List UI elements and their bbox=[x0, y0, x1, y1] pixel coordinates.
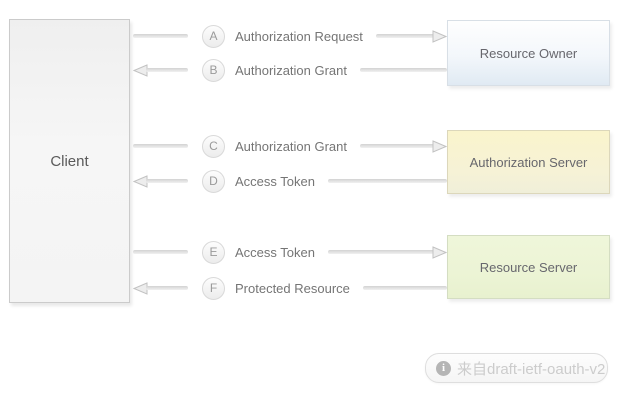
flow-row: A Authorization Request bbox=[133, 24, 447, 48]
flow-row: E Access Token bbox=[133, 240, 447, 264]
flow-row: C Authorization Grant bbox=[133, 134, 447, 158]
watermark-text: 来自draft-ietf-oauth-v2 bbox=[457, 360, 606, 378]
flow-label: Authorization Grant bbox=[235, 138, 348, 154]
flow-line-left bbox=[133, 281, 188, 295]
flow-line bbox=[375, 34, 434, 38]
flow-label: Access Token bbox=[235, 244, 315, 260]
flow-line bbox=[146, 286, 188, 290]
flow-row: B Authorization Grant bbox=[133, 58, 447, 82]
flow-row: D Access Token bbox=[133, 169, 447, 193]
flow-line bbox=[133, 250, 188, 254]
step-circle: E bbox=[202, 240, 225, 264]
step-letter: D bbox=[209, 174, 218, 188]
flow-line bbox=[146, 179, 188, 183]
flow-line bbox=[360, 68, 447, 72]
client-box: Client bbox=[9, 19, 130, 303]
step-letter: A bbox=[209, 29, 218, 43]
flow-line-right bbox=[360, 68, 447, 72]
flow-line-right bbox=[362, 286, 447, 290]
arrowhead-right-icon bbox=[432, 139, 447, 153]
step-letter: E bbox=[209, 245, 218, 259]
flow-line-left bbox=[133, 63, 188, 77]
flow-label: Access Token bbox=[235, 173, 315, 189]
flow-line-right bbox=[327, 245, 447, 259]
flow-label: Authorization Request bbox=[235, 28, 363, 44]
step-letter: C bbox=[209, 139, 218, 153]
flow-label: Authorization Grant bbox=[235, 62, 348, 78]
flow-line bbox=[327, 250, 434, 254]
flow-line-right bbox=[360, 139, 447, 153]
entity-label: Authorization Server bbox=[469, 154, 588, 170]
step-letter: B bbox=[209, 63, 218, 77]
flow-line-left bbox=[133, 174, 188, 188]
flow-line bbox=[146, 68, 188, 72]
flow-line-right bbox=[327, 179, 447, 183]
flow-label: Protected Resource bbox=[235, 280, 350, 296]
entity-box-authorization-server: Authorization Server bbox=[447, 130, 610, 194]
flow-line-left bbox=[133, 34, 188, 38]
step-letter: F bbox=[209, 281, 218, 295]
entity-box-resource-server: Resource Server bbox=[447, 235, 610, 299]
client-label: Client bbox=[50, 152, 89, 170]
entity-label: Resource Owner bbox=[479, 45, 578, 61]
step-circle: D bbox=[202, 169, 225, 193]
flow-line bbox=[327, 179, 447, 183]
flow-line bbox=[133, 144, 188, 148]
flow-line bbox=[362, 286, 447, 290]
step-circle: B bbox=[202, 58, 225, 82]
step-circle: F bbox=[202, 276, 225, 300]
flow-line-left bbox=[133, 250, 188, 254]
step-circle: A bbox=[202, 24, 225, 48]
step-circle: C bbox=[202, 134, 225, 158]
flow-line bbox=[133, 34, 188, 38]
entity-label: Resource Server bbox=[479, 259, 578, 275]
arrowhead-right-icon bbox=[432, 29, 447, 43]
flow-line-right bbox=[375, 29, 447, 43]
entity-box-resource-owner: Resource Owner bbox=[447, 20, 610, 86]
flow-line-left bbox=[133, 144, 188, 148]
flow-line bbox=[360, 144, 434, 148]
info-icon: i bbox=[436, 360, 451, 376]
arrowhead-right-icon bbox=[432, 245, 447, 259]
watermark-badge: i 来自draft-ietf-oauth-v2 bbox=[425, 353, 608, 383]
flow-row: F Protected Resource bbox=[133, 276, 447, 300]
